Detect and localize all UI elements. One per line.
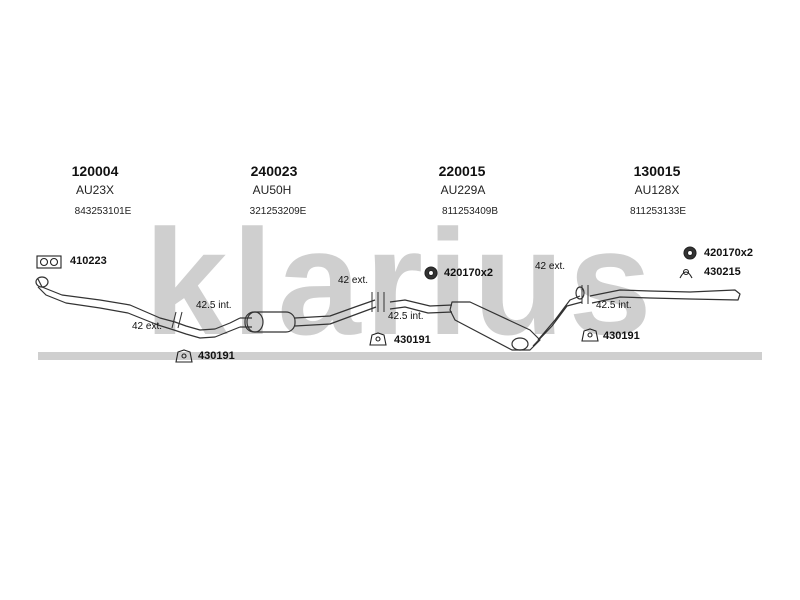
fitting-label: 430191 bbox=[198, 350, 235, 362]
fitting-label: 420170x2 bbox=[704, 247, 753, 259]
section-code: AU229A bbox=[440, 183, 486, 197]
fitting-label: 410223 bbox=[70, 255, 107, 267]
gasket-icon bbox=[36, 255, 62, 269]
tail-pipe bbox=[589, 289, 741, 304]
fitting-label: 430191 bbox=[394, 334, 431, 346]
dimension-label: 42.5 int. bbox=[388, 311, 424, 322]
section-code: AU128X bbox=[634, 183, 680, 197]
dimension-label: 42.5 int. bbox=[196, 300, 232, 311]
front-pipe-flange bbox=[35, 276, 49, 288]
centre-silencer bbox=[244, 311, 296, 333]
rubber-mount-icon bbox=[581, 328, 599, 342]
fitting-label: 430215 bbox=[704, 266, 741, 278]
fitting-label: 420170x2 bbox=[444, 267, 493, 279]
dimension-label: 42.5 int. bbox=[596, 300, 632, 311]
rear-middle-pipe bbox=[389, 299, 453, 314]
section-part-number: 220015 bbox=[438, 163, 486, 179]
section-oem-number: 811253409B bbox=[442, 206, 498, 217]
dimension-label: 42 ext. bbox=[535, 261, 566, 272]
watermark-logo: klarius bbox=[144, 198, 656, 366]
rubber-mount-icon bbox=[369, 332, 387, 346]
clamp-nut-icon bbox=[683, 246, 697, 260]
watermark-underline bbox=[38, 352, 762, 360]
section-part-number: 120004 bbox=[71, 163, 119, 179]
section-oem-number: 843253101E bbox=[74, 206, 132, 217]
section-oem-number: 811253133E bbox=[630, 206, 686, 217]
section-part-number: 130015 bbox=[633, 163, 681, 179]
section-part-number: 240023 bbox=[250, 163, 298, 179]
section-oem-number: 321253209E bbox=[249, 206, 307, 217]
joint-markers bbox=[171, 285, 589, 329]
hanger-ring-icon bbox=[679, 268, 693, 279]
front-pipe bbox=[37, 278, 241, 331]
clamp-nut-icon bbox=[424, 266, 438, 280]
centre-pipe bbox=[294, 299, 377, 327]
dimension-label: 42 ext. bbox=[132, 321, 163, 332]
dimension-label: 42 ext. bbox=[338, 275, 369, 286]
section-code: AU50H bbox=[252, 183, 292, 197]
rear-middle-silencer bbox=[449, 301, 541, 351]
fitting-label: 430191 bbox=[603, 330, 640, 342]
rubber-mount-icon bbox=[175, 349, 193, 363]
section-code: AU23X bbox=[75, 183, 115, 197]
